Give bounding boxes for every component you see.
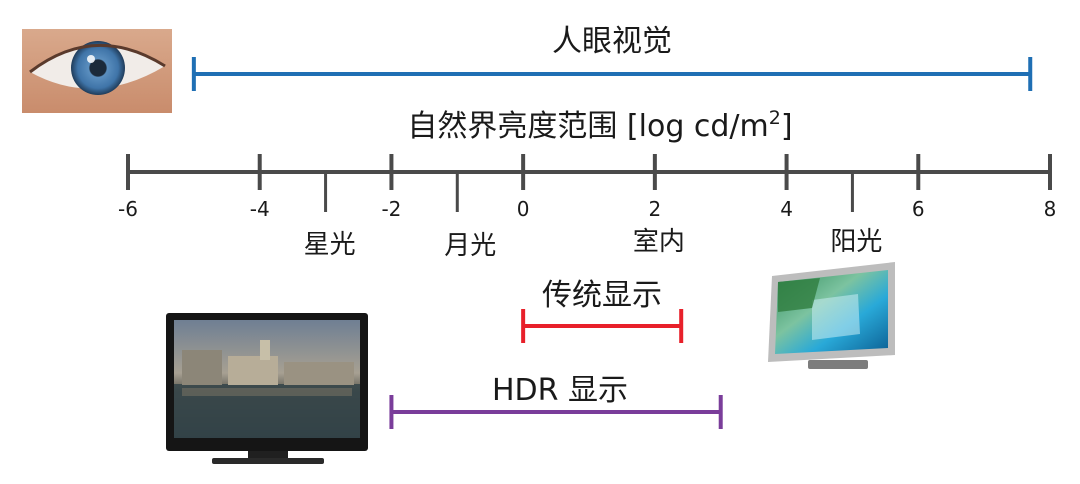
traditional-display-range: [521, 309, 684, 343]
axis-title-main: 自然界亮度范围 [log cd/m: [407, 109, 768, 144]
human-vision-range: [191, 57, 1033, 91]
tick-label: 2: [648, 197, 661, 221]
reference-labels: 星光 月光 室内 阳光: [304, 227, 883, 261]
axis-title-suffix: ]: [781, 109, 793, 144]
reference-label: 阳光: [830, 227, 882, 257]
tick-label: 0: [517, 197, 530, 221]
tick-label: 4: [780, 197, 793, 221]
eye-photo-icon: [22, 29, 172, 113]
hdr-display-range: [389, 395, 723, 429]
tick-label: -4: [250, 197, 270, 221]
reference-label: 室内: [633, 227, 685, 257]
human-vision-label: 人眼视觉: [552, 24, 672, 59]
reference-label: 星光: [304, 230, 356, 260]
traditional-display-label: 传统显示: [542, 278, 662, 313]
axis-title-superscript: 2: [769, 107, 781, 129]
hdr-display-label: HDR 显示: [492, 373, 628, 408]
reference-label: 月光: [444, 231, 496, 261]
tick-label: 8: [1044, 197, 1057, 221]
tick-label: -6: [118, 197, 138, 221]
tick-label: -2: [381, 197, 401, 221]
tick-label: 6: [912, 197, 925, 221]
axis-title: 自然界亮度范围 [log cd/m2]: [407, 107, 792, 144]
hdr-tv-icon: [166, 313, 368, 464]
traditional-tv-icon: [768, 262, 895, 369]
luminance-axis: -6 -4 -2 0 2 4 6 8: [118, 154, 1056, 221]
